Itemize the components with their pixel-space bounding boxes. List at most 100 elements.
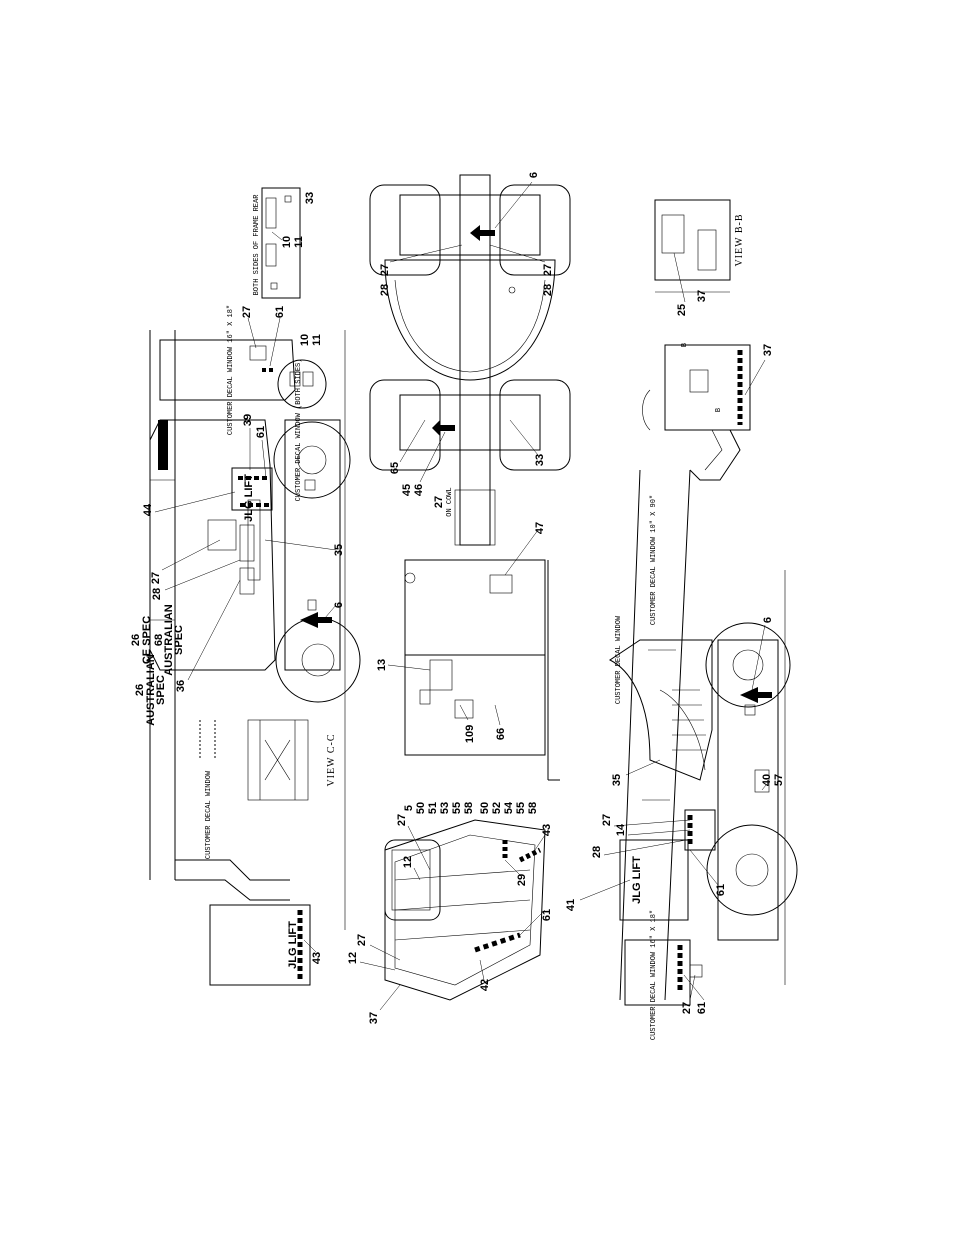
callout-33b: 33 [534,454,546,466]
callout-10b: 10 [299,334,311,346]
both-sides-note: BOTH SIDES OF FRAME REAR [253,194,261,296]
callout-43b: 43 [541,824,553,836]
callouts-side-view-right: 37 6 35 40 57 27 14 28 41 61 27 61 [565,344,785,1014]
customer-decal-long-note: CUSTOMER DECAL WINDOW 10" X 90" [650,495,658,625]
callout-40: 40 [761,774,773,786]
platform-basket [384,819,546,1001]
callout-54: 54 [503,801,515,814]
machine-side-view-right: B B CUSTOMER DECAL WINDOW 10" X 90" CUST… [609,343,798,1040]
machine-side-view-left: CUSTOMER DECAL WINDOW 16" X 18" JLG LIFT… [149,305,361,986]
callout-53: 53 [439,802,451,814]
callout-61d: 61 [715,884,727,896]
callout-27d: 27 [542,264,554,276]
callout-61a: 61 [274,306,286,318]
callouts-decal-stack: 5 50 51 53 55 58 50 52 54 55 58 [403,801,539,814]
callout-25: 25 [676,304,688,316]
callout-27c: 27 [379,264,391,276]
jlg-logo-turntable: JLG LIFT [631,856,643,904]
jlg-logo-cowl: JLG LIFT [243,474,255,522]
customer-decal-note-2: CUSTOMER DECAL WINDOW 16" X 18" [650,910,658,1040]
callout-46: 46 [413,484,425,496]
callout-36: 36 [175,680,187,692]
callouts-platform: 27 12 27 12 37 42 61 29 43 [347,814,553,1024]
callout-35: 35 [333,544,345,556]
callout-28b: 28 [379,284,391,296]
callout-26a: 26 [130,634,142,646]
mark-b-bottom: B [715,408,723,412]
callouts-control-box: 47 13 109 66 [376,522,546,743]
callout-27e: 27 [433,496,445,508]
callout-13: 13 [376,659,388,671]
callout-6b: 6 [528,172,540,178]
callout-52: 52 [491,802,503,814]
callout-27g: 27 [356,934,368,946]
callout-27b: 27 [150,572,162,584]
callout-44: 44 [142,503,154,516]
label-australian-spec-a2: SPEC [173,625,185,655]
ground-control-box [404,559,560,781]
callout-47: 47 [534,522,546,534]
callout-27a: 27 [241,306,253,318]
callout-50a: 50 [415,802,427,814]
label-australian-spec-a: AUSTRALIAN [163,604,175,676]
callout-55b: 55 [515,802,527,814]
mark-b-top: B [681,343,689,347]
callout-37a: 37 [368,1012,380,1024]
callout-41: 41 [565,899,577,911]
callout-61b: 61 [255,426,267,438]
callout-5: 5 [403,805,415,811]
callout-55a: 55 [451,802,463,814]
customer-decal-boom-note: CUSTOMER DECAL WINDOW [205,770,213,859]
customer-decal-inside-note: CUSTOMER DECAL WINDOW (BOTH SIDES) [295,359,303,502]
callout-37b: 37 [696,290,708,302]
callout-29: 29 [516,874,528,886]
callout-39: 39 [242,414,254,426]
callout-11: 11 [293,236,305,248]
callout-51: 51 [427,802,439,814]
callout-27f: 27 [396,814,408,826]
callout-33: 33 [304,192,316,204]
callouts-side-view-left: 27 61 10 11 39 61 44 27 28 35 6 26 CE SP… [130,306,345,964]
callout-10: 10 [281,236,293,248]
callout-68: 68 [153,634,165,646]
callout-61c: 61 [541,909,553,921]
callout-27h: 27 [601,814,613,826]
callout-26b: 26 [134,684,146,696]
callout-61e: 61 [696,1002,708,1014]
callout-28c: 28 [542,284,554,296]
view-c-c: VIEW C-C [247,719,337,801]
callout-27i: 27 [681,1002,693,1014]
view-b-b: 25 37 VIEW B-B [654,199,745,316]
callout-43a: 43 [311,952,323,964]
customer-decal-note-1: CUSTOMER DECAL WINDOW 16" X 18" [227,305,235,435]
callout-58b: 58 [527,802,539,814]
frame-rear-detail: BOTH SIDES OF FRAME REAR 33 10 11 [253,187,316,299]
view-c-c-title: VIEW C-C [326,733,337,786]
callout-12a: 12 [402,856,414,868]
callout-6a: 6 [333,602,345,608]
callout-6c: 6 [762,617,774,623]
machine-top-view [369,174,571,546]
view-b-b-title: VIEW B-B [734,213,745,266]
callout-12b: 12 [347,952,359,964]
callouts-top-view: 6 28 27 28 27 65 45 46 27 ON COWL 33 [379,172,554,517]
jlg-logo-platform: JLG LIFT [287,921,299,969]
label-australian-spec-b: AUSTRALIAN [145,654,157,726]
callout-66: 66 [495,728,507,740]
callout-37c: 37 [762,344,774,356]
callout-50b: 50 [479,802,491,814]
callout-109: 109 [464,725,476,743]
label-australian-spec-b2: SPEC [155,675,167,705]
callout-65: 65 [389,462,401,474]
callout-35b: 35 [611,774,623,786]
callout-42: 42 [479,979,491,991]
callout-58a: 58 [463,802,475,814]
callout-14: 14 [615,823,627,836]
callout-28d: 28 [591,846,603,858]
customer-decal-side-note: CUSTOMER DECAL WINDOW [615,615,623,704]
callout-11b: 11 [311,334,323,346]
both-sides-label: BOTH SIDES OF FRAME REAR [253,194,261,296]
callout-45: 45 [401,484,413,496]
label-ce-spec: CE SPEC [141,616,153,664]
